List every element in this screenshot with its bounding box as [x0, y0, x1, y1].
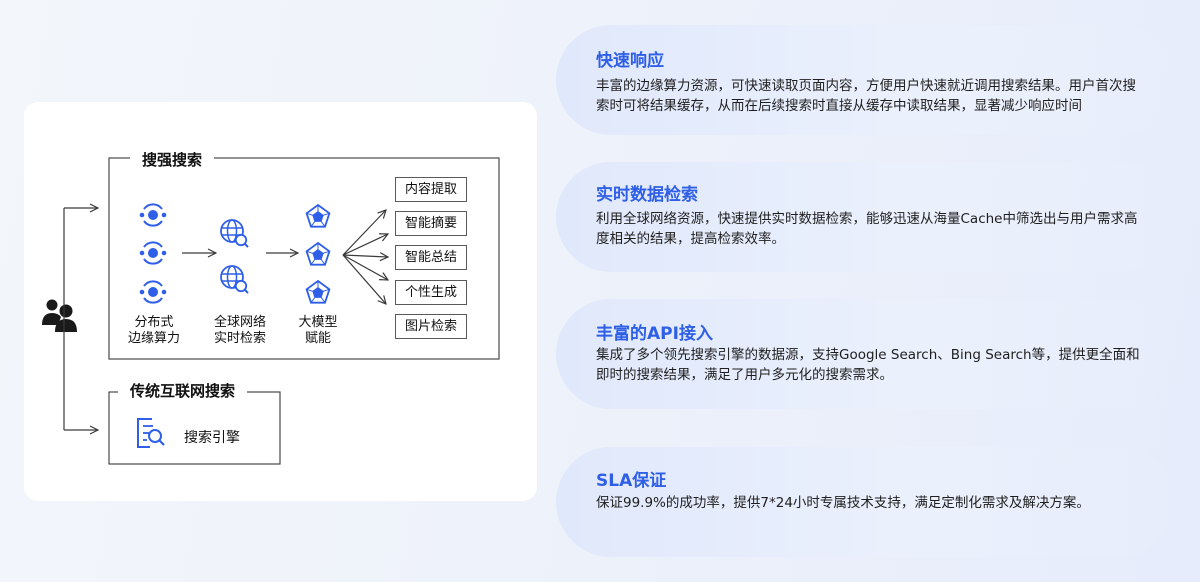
ai-model-icon [305, 204, 331, 228]
feature-description: 集成了多个领先搜索引擎的数据源，支持Google Search、Bing Sea… [596, 347, 1140, 383]
edge-node-icon [138, 280, 168, 304]
feature-title: 快速响应 [596, 51, 664, 71]
architecture-diagram [42, 157, 500, 465]
enhanced-search-title: 搜强搜索 [130, 150, 215, 170]
edge-node-icon [138, 241, 168, 265]
user-group-icon [42, 299, 77, 332]
output-smart-abstract: 智能摘要 [395, 211, 467, 236]
globe-search-icon [220, 265, 249, 294]
feature-title: 实时数据检索 [596, 185, 698, 205]
fan-out-arrows [342, 210, 388, 304]
stage-global-network-label: 全球网络 实时检索 [213, 315, 266, 346]
edge-node-icon [138, 203, 168, 227]
search-document-icon [137, 418, 165, 448]
feature-card-api-access: 丰富的API接入 集成了多个领先搜索引擎的数据源，支持Google Search… [556, 299, 1176, 409]
feature-title: SLA保证 [596, 471, 667, 491]
stage-llm-label: 大模型 赋能 [298, 315, 338, 346]
ai-model-icon [305, 242, 331, 266]
feature-card-sla: SLA保证 保证99.9%的成功率，提供7*24小时专属技术支持，满足定制化需求… [556, 447, 1176, 557]
output-smart-summary: 智能总结 [395, 245, 467, 270]
enhanced-search-frame [108, 157, 500, 360]
feature-description: 丰富的边缘算力资源，可快速读取页面内容，方便用户快速就近调用搜索结果。用户首次搜… [596, 78, 1136, 114]
search-engine-label: 搜索引擎 [184, 430, 240, 446]
feature-description: 保证99.9%的成功率，提供7*24小时专属技术支持，满足定制化需求及解决方案。 [596, 495, 1090, 511]
feature-title: 丰富的API接入 [596, 324, 713, 344]
output-personalized-generation: 个性生成 [395, 280, 467, 305]
feature-card-fast-response: 快速响应 丰富的边缘算力资源，可快速读取页面内容，方便用户快速就近调用搜索结果。… [556, 25, 1176, 135]
traditional-search-title: 传统互联网搜索 [118, 381, 248, 401]
feature-card-realtime-retrieval: 实时数据检索 利用全球网络资源，快速提供实时数据检索，能够迅速从海量Cache中… [556, 162, 1176, 272]
ai-model-icon [305, 280, 331, 304]
feature-description: 利用全球网络资源，快速提供实时数据检索，能够迅速从海量Cache中筛选出与用户需… [596, 211, 1138, 247]
globe-search-icon [220, 219, 249, 248]
connector-lines [63, 208, 98, 430]
output-content-extraction: 内容提取 [395, 177, 467, 202]
output-image-search: 图片检索 [395, 314, 467, 339]
stage-edge-compute-label: 分布式 边缘算力 [127, 315, 180, 346]
